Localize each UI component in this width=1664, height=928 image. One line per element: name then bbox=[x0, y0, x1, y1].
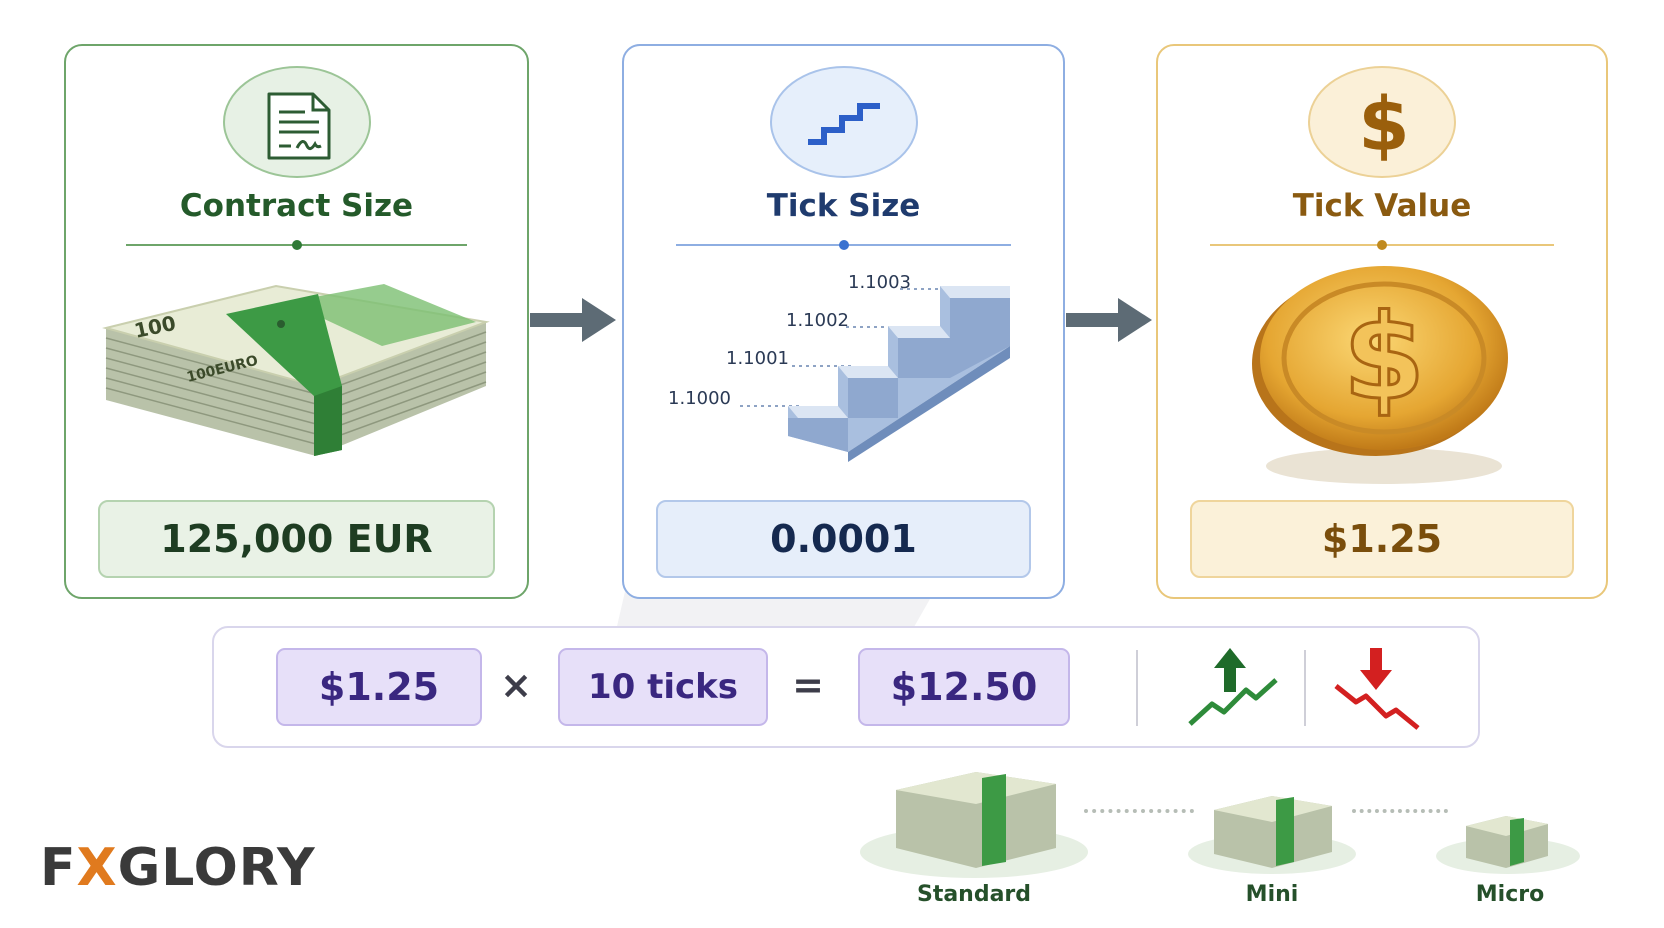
fxglory-logo: FXGLORY bbox=[40, 838, 316, 898]
contract-size-value: 125,000 EUR bbox=[98, 500, 495, 578]
divider bbox=[676, 240, 1011, 250]
divider bbox=[126, 240, 467, 250]
formula-result: $12.50 bbox=[858, 648, 1070, 726]
dotted-connector bbox=[1084, 809, 1194, 817]
document-icon bbox=[222, 66, 371, 178]
lot-label-standard: Standard bbox=[916, 882, 1032, 907]
contract-size-title: Contract Size bbox=[179, 188, 414, 224]
separator bbox=[1304, 650, 1306, 726]
dollar-icon: $ bbox=[1308, 66, 1456, 178]
svg-text:$: $ bbox=[1343, 288, 1425, 426]
lot-label-mini: Mini bbox=[1245, 882, 1299, 907]
arrow-right-icon bbox=[530, 298, 616, 342]
banknote-stack-illustration: 100 100EURO bbox=[102, 284, 490, 456]
divider bbox=[1210, 240, 1554, 250]
formula-bar: $1.25 × 10 ticks = $12.50 bbox=[212, 626, 1480, 748]
svg-text:$: $ bbox=[1358, 82, 1410, 168]
tick-size-value: 0.0001 bbox=[656, 500, 1031, 578]
equals-sign: = bbox=[792, 663, 824, 707]
tick-size-title: Tick Size bbox=[766, 188, 921, 224]
stairs-icon bbox=[769, 66, 918, 178]
step-label-1.1003: 1.1003 bbox=[848, 272, 911, 293]
tick-value-title: Tick Value bbox=[1292, 188, 1472, 224]
trend-down-icon bbox=[1334, 648, 1420, 730]
step-label-1.1000: 1.1000 bbox=[668, 388, 731, 409]
tick-size-card: Tick Size 1.1003 1.1002 1.1001 1.1000 0.… bbox=[622, 44, 1065, 599]
price-steps-illustration bbox=[740, 286, 1010, 462]
tick-value-card: $ Tick Value $ $1.25 bbox=[1156, 44, 1608, 599]
gold-coin-illustration: $ bbox=[1252, 266, 1508, 484]
tick-value-value: $1.25 bbox=[1190, 500, 1574, 578]
dotted-connector bbox=[1352, 809, 1448, 817]
lot-label-micro: Micro bbox=[1475, 882, 1545, 907]
formula-tick-value: $1.25 bbox=[276, 648, 482, 726]
trend-up-icon bbox=[1188, 648, 1278, 726]
step-label-1.1001: 1.1001 bbox=[726, 348, 789, 369]
lot-size-illustration bbox=[860, 772, 1580, 878]
formula-ticks: 10 ticks bbox=[558, 648, 768, 726]
step-label-1.1002: 1.1002 bbox=[786, 310, 849, 331]
separator bbox=[1136, 650, 1138, 726]
contract-size-card: Contract Size 100 100EURO 125,000 EUR bbox=[64, 44, 529, 599]
multiply-sign: × bbox=[500, 663, 532, 707]
arrow-right-icon bbox=[1066, 298, 1152, 342]
